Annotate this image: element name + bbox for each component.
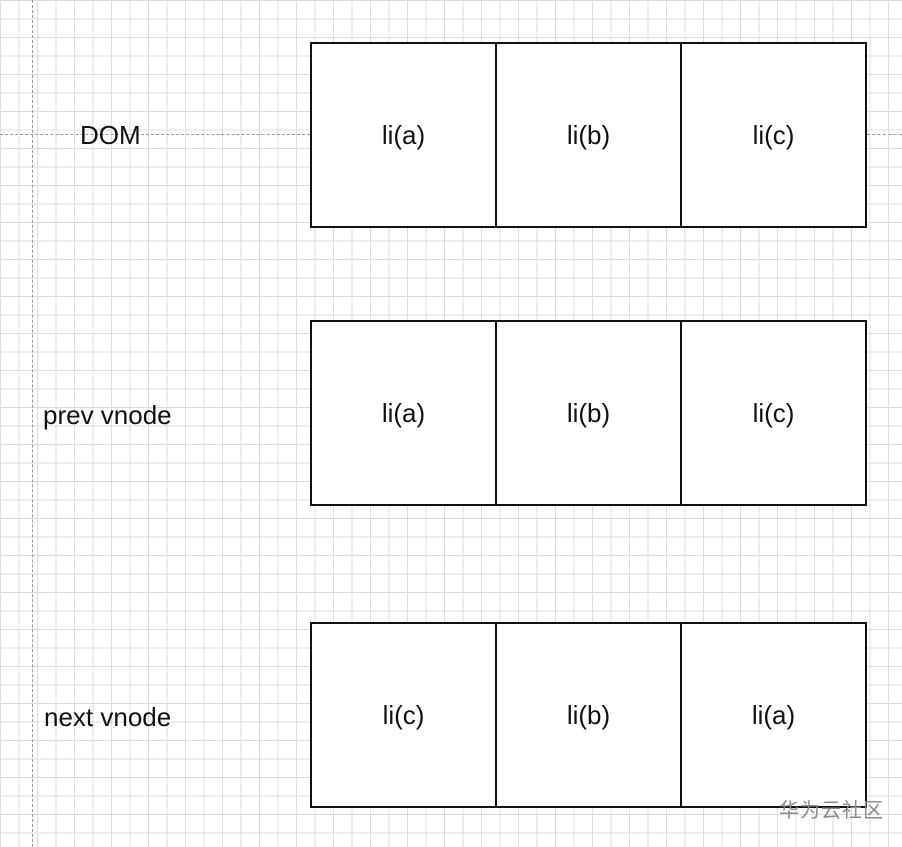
dom-node-row: li(a) li(b) li(c) [310, 42, 867, 228]
row-label-prev-vnode: prev vnode [43, 400, 172, 430]
next-vnode-cell: li(b) [495, 624, 680, 806]
row-label-next-vnode: next vnode [44, 702, 172, 732]
next-vnode-row: li(c) li(b) li(a) [310, 622, 867, 808]
horizontal-guide-line-right [867, 134, 902, 135]
row-label-dom: DOM [80, 120, 141, 150]
prev-vnode-cell: li(c) [680, 322, 865, 504]
prev-vnode-cell: li(a) [381, 397, 426, 428]
vertical-guide-line [32, 0, 33, 847]
dom-node-cell: li(c) [680, 44, 865, 226]
horizontal-guide-line-left [0, 134, 310, 135]
next-vnode-cell: li(a) [680, 624, 865, 806]
dom-node-cell: li(a) [381, 119, 426, 150]
prev-vnode-row: li(a) li(b) li(c) [310, 320, 867, 506]
dom-node-cell: li(b) [495, 44, 680, 226]
watermark-text: 华为云社区 [779, 800, 884, 822]
prev-vnode-cell: li(b) [495, 322, 680, 504]
next-vnode-cell: li(c) [382, 699, 425, 730]
